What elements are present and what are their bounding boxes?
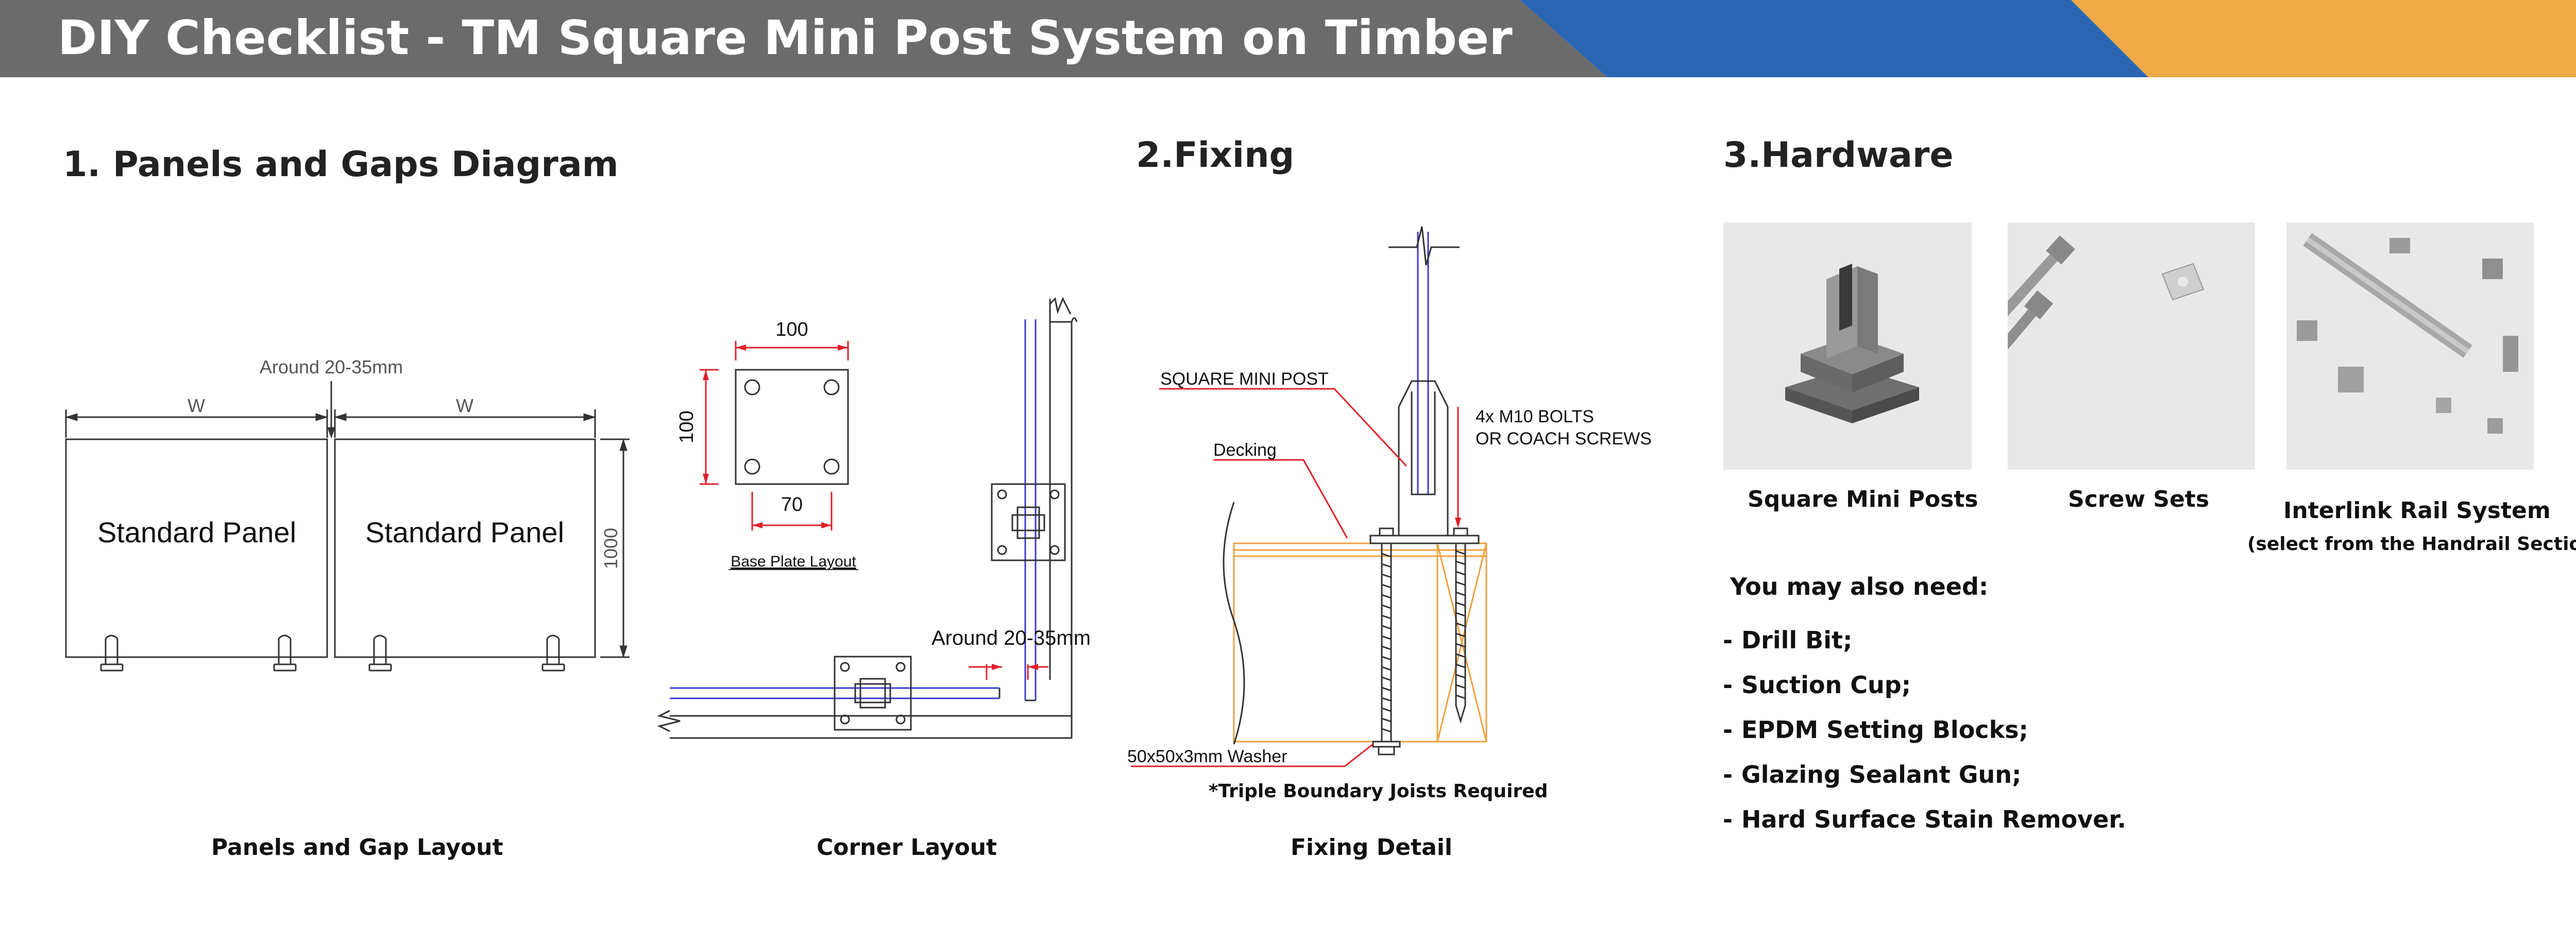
list-item: -EPDM Setting Blocks;	[1723, 716, 2028, 744]
square-mini-post-label: SQUARE MINI POST	[1160, 369, 1329, 389]
hardware-item-label-2: Screw Sets	[2068, 486, 2210, 512]
standard-panel-label-2: Standard Panel	[365, 516, 564, 548]
base-plate-width-label: 100	[775, 319, 808, 340]
bolts-label-line-2: OR COACH SCREWS	[1476, 429, 1652, 449]
base-plate-holes-label: 70	[781, 494, 803, 516]
panel-height-label: 1000	[600, 528, 621, 569]
panels-caption: Panels and Gap Layout	[211, 834, 503, 861]
decking-label: Decking	[1213, 440, 1277, 460]
list-item: -Hard Surface Stain Remover.	[1723, 805, 2126, 833]
panel-width-label-1: W	[188, 395, 205, 416]
base-plate-height-label: 100	[676, 410, 698, 443]
fixing-diagram	[1131, 226, 1487, 767]
panels-section-title: 1. Panels and Gaps Diagram	[63, 144, 619, 185]
rail-note: (select from the Handrail Section)	[2247, 534, 2576, 555]
hardware-item-label-1: Square Mini Posts	[1748, 486, 1978, 512]
corner-gap-label: Around 20-35mm	[931, 627, 1091, 649]
hardware-section-title: 3.Hardware	[1723, 135, 1954, 176]
also-need-list: -Drill Bit; -Suction Cup; -EPDM Setting …	[1723, 618, 2126, 842]
header-banner: DIY Checklist - TM Square Mini Post Syst…	[0, 0, 2576, 77]
list-item: -Glazing Sealant Gun;	[1723, 761, 2022, 788]
washer-label: 50x50x3mm Washer	[1127, 747, 1287, 766]
fixing-caption: Fixing Detail	[1291, 834, 1452, 861]
square-mini-post-photo	[1723, 222, 1972, 470]
screw-set-photo	[2008, 222, 2255, 470]
hardware-item-label-3: Interlink Rail System	[2283, 497, 2551, 524]
panel-width-label-2: W	[456, 395, 473, 416]
interlink-rail-photo	[2286, 222, 2534, 470]
base-plate-diagram	[700, 341, 849, 530]
page-title: DIY Checklist - TM Square Mini Post Syst…	[58, 10, 1513, 65]
base-plate-layout-label: Base Plate Layout	[731, 553, 856, 570]
list-item: -Suction Cup;	[1723, 671, 1911, 699]
panels-diagram	[65, 381, 630, 672]
joists-note: *Triple Boundary Joists Required	[1209, 781, 1548, 802]
panels-gap-label: Around 20-35mm	[260, 356, 403, 377]
bolts-label-line-1: 4x M10 BOLTS	[1476, 407, 1594, 426]
fixing-section-title: 2.Fixing	[1136, 135, 1295, 176]
header-background	[0, 0, 2576, 77]
list-item: -Drill Bit;	[1723, 626, 1853, 654]
corner-caption: Corner Layout	[817, 834, 997, 861]
standard-panel-label-1: Standard Panel	[97, 516, 296, 548]
corner-diagram	[657, 297, 1078, 739]
also-need-title: You may also need:	[1730, 573, 1989, 600]
